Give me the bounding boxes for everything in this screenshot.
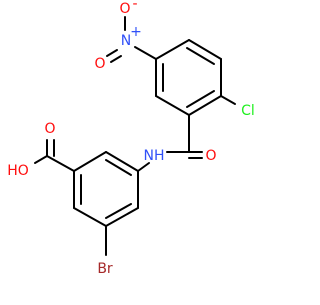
bond <box>105 203 132 219</box>
bond <box>34 155 48 164</box>
bond <box>155 39 190 60</box>
bond <box>134 46 157 60</box>
molecule-structure: N + O - O Cl O NH O HO <box>7 0 255 277</box>
amide-group: O NH <box>137 114 217 172</box>
nitro-group: N + O - O <box>94 0 157 72</box>
chlorine-label: Cl <box>241 103 255 119</box>
nitro-n-charge: + <box>130 24 142 40</box>
nitro-n-label: N <box>121 33 131 49</box>
bond <box>105 207 139 227</box>
bond <box>105 151 139 172</box>
carboxylic-acid-group: O HO <box>7 121 75 179</box>
nitro-o-left-label: O <box>94 56 105 72</box>
bond <box>186 47 215 65</box>
chloro-substituent: Cl <box>220 95 255 119</box>
bromine-label: Br <box>97 261 113 277</box>
structure-canvas: N + O - O Cl O NH O HO <box>7 0 255 277</box>
bond <box>137 162 150 172</box>
bond <box>105 159 132 176</box>
bromo-benzoic-ring <box>73 151 139 227</box>
nitro-o-top-label: O <box>119 1 130 17</box>
acid-o-label: O <box>44 121 55 137</box>
bromo-substituent: Br <box>97 225 113 277</box>
bond <box>186 90 215 108</box>
amide-nh-label: NH <box>144 148 165 164</box>
bond <box>73 207 107 227</box>
bond <box>220 95 236 105</box>
acid-oh-label: HO <box>7 163 29 179</box>
bond <box>110 55 122 63</box>
chloronitro-ring <box>155 39 222 116</box>
bond <box>46 155 75 172</box>
bond <box>106 49 118 57</box>
bond <box>188 95 222 116</box>
bond <box>188 39 222 60</box>
bond <box>73 151 107 172</box>
nitro-o-top-charge: - <box>132 0 137 12</box>
bond <box>155 95 190 116</box>
amide-o-label: O <box>205 148 216 164</box>
